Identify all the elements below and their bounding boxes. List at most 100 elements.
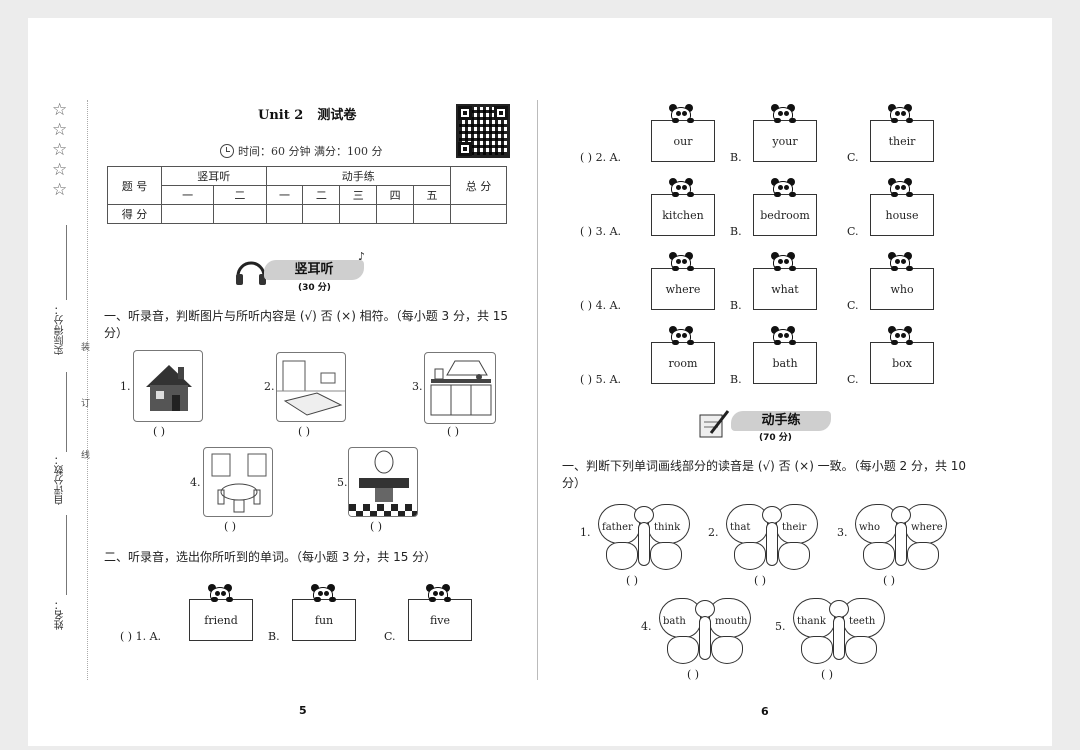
score-cell[interactable] <box>376 204 415 224</box>
score-cell[interactable] <box>265 204 304 224</box>
butterfly-word-right: their <box>782 522 807 533</box>
word-card[interactable]: room <box>651 342 715 384</box>
banner-points: (70 分) <box>759 433 792 443</box>
butterfly-word-right: teeth <box>849 616 876 627</box>
page-number-right: 6 <box>761 705 769 718</box>
paw <box>774 192 781 197</box>
word-card[interactable]: your <box>753 120 817 162</box>
paw <box>429 597 436 602</box>
header-practice: 动手练 <box>265 166 452 186</box>
butterfly-wing <box>845 636 877 664</box>
butterfly-wing <box>734 542 766 570</box>
paw <box>789 266 796 271</box>
paw <box>687 192 694 197</box>
paw <box>774 118 781 123</box>
answer-blank[interactable]: ( ) <box>883 574 896 587</box>
item-number: 5. <box>775 620 786 633</box>
item-number: 5. <box>337 476 348 489</box>
dining-room-drawing <box>203 447 273 517</box>
butterfly-wing <box>659 598 701 638</box>
paw <box>211 597 218 602</box>
answer-blank[interactable]: ( ) <box>821 668 834 681</box>
butterfly-card: thank teeth <box>793 592 885 668</box>
paw <box>906 118 913 123</box>
paw <box>226 597 233 602</box>
item-number: 2. <box>264 380 275 393</box>
paw <box>789 118 796 123</box>
paw <box>774 266 781 271</box>
answer-blank[interactable]: ( ) <box>447 425 460 438</box>
word-card[interactable]: fun <box>292 599 356 641</box>
margin-line <box>66 225 67 300</box>
paw <box>672 118 679 123</box>
star-icon: ☆ <box>52 140 68 160</box>
answer-blank[interactable]: ( ) <box>687 668 700 681</box>
paw <box>789 340 796 345</box>
word-card[interactable]: what <box>753 268 817 310</box>
answer-blank[interactable]: ( ) <box>153 425 166 438</box>
binding-char: 线 <box>81 451 91 461</box>
answer-blank[interactable]: ( ) 1. A. <box>120 630 162 643</box>
header-tihao: 题 号 <box>107 166 162 205</box>
answer-blank[interactable]: ( ) <box>754 574 767 587</box>
answer-blank[interactable]: ( ) 2. A. <box>580 151 622 164</box>
item-number: 3. <box>837 526 848 539</box>
word-card[interactable]: where <box>651 268 715 310</box>
score-cell[interactable] <box>413 204 451 224</box>
word-card[interactable]: who <box>870 268 934 310</box>
banner-label: 动手练 <box>731 411 831 431</box>
exam-info: 时间：60 分钟 满分：100 分 <box>220 143 382 159</box>
butterfly-body <box>895 522 907 566</box>
answer-blank[interactable]: ( ) 4. A. <box>580 299 622 312</box>
option-label: B. <box>730 373 742 386</box>
butterfly-word-right: where <box>911 522 943 533</box>
kitchen-drawing <box>424 352 496 424</box>
paw <box>444 597 451 602</box>
butterfly-word-left: that <box>730 522 751 533</box>
answer-blank[interactable]: ( ) <box>370 520 383 533</box>
bedroom-drawing <box>276 352 346 422</box>
answer-blank[interactable]: ( ) <box>224 520 237 533</box>
option-label: C. <box>847 151 859 164</box>
word-card[interactable]: friend <box>189 599 253 641</box>
score-table: 题 号 竖耳听 动手练 总 分 一 二 一 二 三 四 五 得 分 <box>107 166 507 224</box>
word-card[interactable]: kitchen <box>651 194 715 236</box>
answer-blank[interactable]: ( ) 5. A. <box>580 373 622 386</box>
qr-code[interactable] <box>456 104 510 158</box>
option-label: C. <box>384 630 396 643</box>
option-label: B. <box>268 630 280 643</box>
answer-blank[interactable]: ( ) 3. A. <box>580 225 622 238</box>
word-card[interactable]: house <box>870 194 934 236</box>
item-number: 2. <box>708 526 719 539</box>
word-card[interactable]: their <box>870 120 934 162</box>
star-icon: ☆ <box>52 180 68 200</box>
word-card[interactable]: bedroom <box>753 194 817 236</box>
butterfly-card: father think <box>598 498 690 574</box>
section-banner-listen: 竖耳听 (30 分) ♪ <box>234 250 374 293</box>
score-cell[interactable] <box>213 204 267 224</box>
word-card[interactable]: five <box>408 599 472 641</box>
paw <box>687 118 694 123</box>
word-card[interactable]: bath <box>753 342 817 384</box>
answer-blank[interactable]: ( ) <box>626 574 639 587</box>
butterfly-wing <box>907 542 939 570</box>
paw <box>774 340 781 345</box>
score-cell[interactable] <box>339 204 378 224</box>
answer-blank[interactable]: ( ) <box>298 425 311 438</box>
clock-icon <box>220 144 234 158</box>
item-number: 1. <box>580 526 591 539</box>
word-card[interactable]: our <box>651 120 715 162</box>
paw <box>906 266 913 271</box>
butterfly-word-right: think <box>654 522 681 533</box>
word-card[interactable]: box <box>870 342 934 384</box>
item-number: 4. <box>190 476 201 489</box>
score-cell[interactable] <box>450 204 507 224</box>
butterfly-wing <box>778 542 810 570</box>
sub-header: 二 <box>213 185 267 205</box>
score-cell[interactable] <box>302 204 341 224</box>
binding-char: 订 <box>81 399 91 409</box>
butterfly-wing <box>606 542 638 570</box>
score-cell[interactable] <box>160 204 215 224</box>
butterfly-body <box>766 522 778 566</box>
